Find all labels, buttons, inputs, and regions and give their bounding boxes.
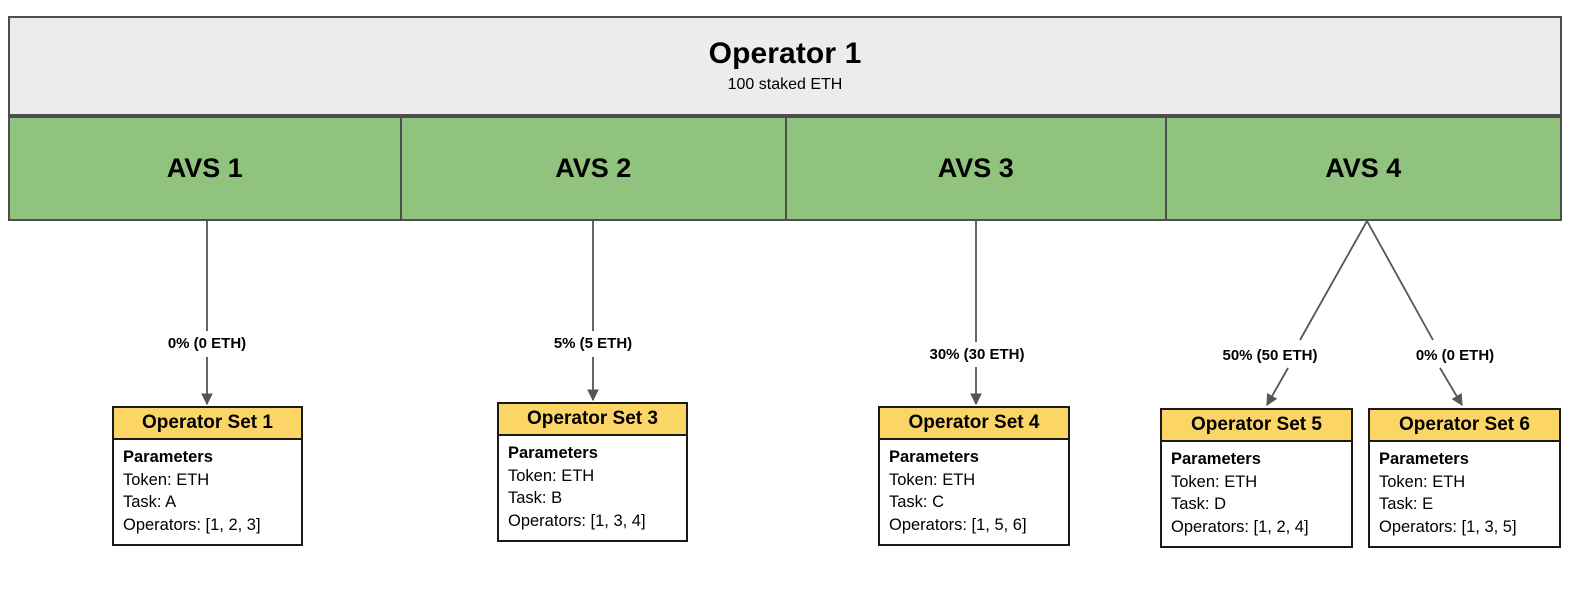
edge-label-avs4-opset5: 50% (50 ETH): [1222, 347, 1318, 364]
avs-label-4: AVS 4: [1325, 153, 1402, 183]
operator-set-card-4[interactable]: Operator Set 4 Parameters Token: ETH Tas…: [878, 406, 1070, 546]
params-operators-3: Operators: [1, 3, 4]: [508, 511, 646, 530]
params-heading-1: Parameters: [123, 448, 213, 466]
avs-label-3: AVS 3: [937, 153, 1014, 183]
avs-node-3[interactable]: AVS 3: [785, 116, 1167, 221]
avs-label-1: AVS 1: [166, 153, 243, 183]
avs-label-2: AVS 2: [555, 153, 632, 183]
params-token-1: Token: ETH: [123, 470, 210, 489]
avs-node-4[interactable]: AVS 4: [1164, 116, 1562, 221]
params-task-3: Task: B: [508, 489, 563, 508]
avs-node-1[interactable]: AVS 1: [8, 116, 402, 221]
operator-set-body-1: Parameters Token: ETH Task: A Operators:…: [114, 440, 301, 542]
operator-node[interactable]: Operator 1 100 staked ETH: [8, 16, 1562, 116]
operator-set-title-3: Operator Set 3: [499, 404, 686, 436]
params-task-6: Task: E: [1379, 495, 1434, 514]
params-operators-1: Operators: [1, 2, 3]: [123, 515, 261, 534]
operator-stake: 100 staked ETH: [727, 76, 843, 94]
params-task-4: Task: C: [889, 493, 945, 512]
operator-set-title-5: Operator Set 5: [1162, 410, 1351, 442]
operator-set-card-1[interactable]: Operator Set 1 Parameters Token: ETH Tas…: [112, 406, 303, 546]
operator-set-body-6: Parameters Token: ETH Task: E Operators:…: [1370, 442, 1559, 544]
params-task-5: Task: D: [1171, 495, 1227, 514]
edge-arrow-avs4-opset5: [1266, 367, 1289, 407]
edge-label-avs3-opset4: 30% (30 ETH): [929, 346, 1025, 363]
operator-set-title-4: Operator Set 4: [880, 408, 1068, 440]
params-token-4: Token: ETH: [889, 470, 976, 489]
operator-set-card-5[interactable]: Operator Set 5 Parameters Token: ETH Tas…: [1160, 408, 1353, 548]
operator-set-body-4: Parameters Token: ETH Task: C Operators:…: [880, 440, 1068, 542]
avs-strip: AVS 1 AVS 2 AVS 3 AVS 4: [8, 116, 1562, 221]
avs-node-2[interactable]: AVS 2: [399, 116, 787, 221]
operator-set-title-1: Operator Set 1: [114, 408, 301, 440]
params-heading-6: Parameters: [1379, 450, 1469, 468]
params-heading-4: Parameters: [889, 448, 979, 466]
params-token-5: Token: ETH: [1171, 472, 1258, 491]
params-token-3: Token: ETH: [508, 466, 595, 485]
params-heading-5: Parameters: [1171, 450, 1261, 468]
operator-set-title-6: Operator Set 6: [1370, 410, 1559, 442]
edge-line-avs4-opset6: [1366, 220, 1434, 341]
params-token-6: Token: ETH: [1379, 472, 1466, 491]
edge-label-avs2-opset3: 5% (5 ETH): [553, 335, 633, 352]
operator-set-card-3[interactable]: Operator Set 3 Parameters Token: ETH Tas…: [497, 402, 688, 542]
edge-label-avs4-opset6: 0% (0 ETH): [1415, 347, 1495, 364]
operator-set-body-3: Parameters Token: ETH Task: B Operators:…: [499, 436, 686, 538]
edge-label-avs1-opset1: 0% (0 ETH): [167, 335, 247, 352]
params-task-1: Task: A: [123, 493, 177, 512]
params-operators-6: Operators: [1, 3, 5]: [1379, 517, 1517, 536]
operator-set-card-6[interactable]: Operator Set 6 Parameters Token: ETH Tas…: [1368, 408, 1561, 548]
operator-name: Operator 1: [708, 36, 862, 70]
operator-set-body-5: Parameters Token: ETH Task: D Operators:…: [1162, 442, 1351, 544]
edge-line-avs4-opset5: [1299, 220, 1368, 341]
params-operators-5: Operators: [1, 2, 4]: [1171, 517, 1309, 536]
params-operators-4: Operators: [1, 5, 6]: [889, 515, 1027, 534]
edge-arrow-avs4-opset6: [1439, 367, 1463, 407]
params-heading-3: Parameters: [508, 444, 598, 462]
